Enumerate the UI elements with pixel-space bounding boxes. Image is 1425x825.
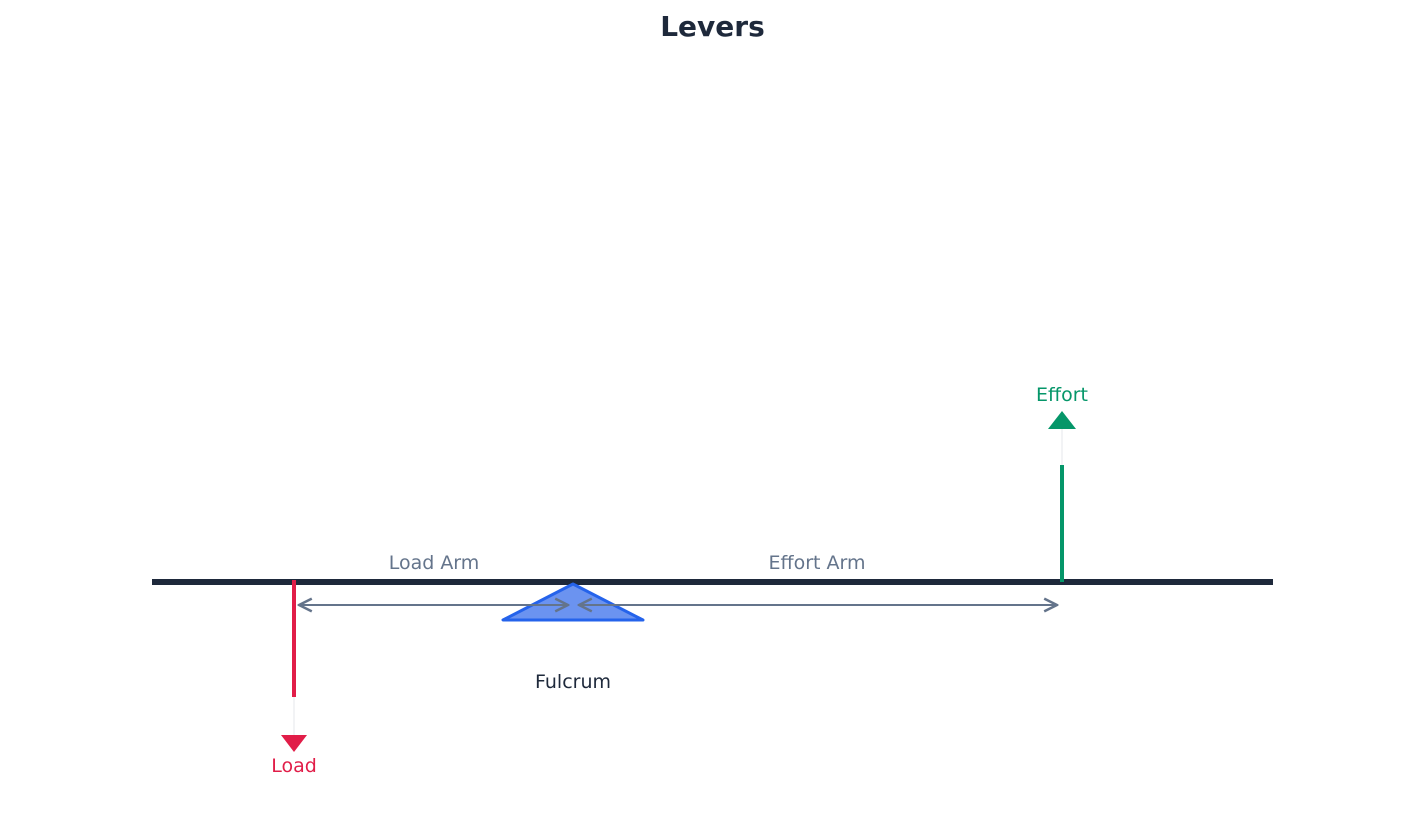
- load-arm-label: Load Arm: [382, 552, 486, 574]
- load-label: Load: [271, 755, 317, 777]
- effort-arrow-icon: [1048, 411, 1076, 429]
- fulcrum-triangle: [501, 582, 645, 622]
- diagram-title: Levers: [660, 10, 765, 43]
- fulcrum-label: Fulcrum: [534, 671, 612, 693]
- load-arrow-icon: [281, 735, 307, 752]
- effort-label: Effort: [1036, 384, 1088, 406]
- effort-arm-label: Effort Arm: [762, 552, 872, 574]
